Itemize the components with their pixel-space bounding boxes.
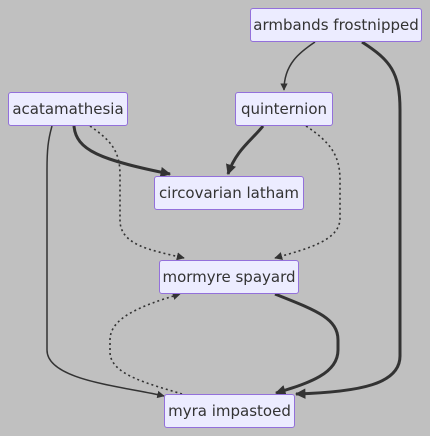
edge-acatamathesia-to-circovarian [72,125,172,178]
edge-acatamathesia-to-mormyre [89,125,185,261]
edge-quinternion-to-mormyre [274,125,341,260]
node-acatamathesia: acatamathesia [8,92,128,126]
edge-mormyre-to-myra [274,292,340,396]
node-armbands-frostnipped: armbands frostnipped [250,8,422,42]
edge-armbands-to-myra [294,40,402,399]
node-label: quinternion [240,100,328,118]
node-circovarian-latham: circovarian latham [154,176,304,210]
node-myra-impastoed: myra impastoed [164,394,295,428]
node-label: acatamathesia [12,100,124,118]
node-mormyre-spayard: mormyre spayard [159,260,299,294]
node-label: mormyre spayard [162,268,296,286]
edge-acatamathesia-to-myra [46,125,165,399]
node-label: armbands frostnipped [253,16,419,34]
node-quinternion: quinternion [235,92,333,126]
edge-armbands-to-quinternion [280,41,316,91]
edge-quinternion-to-circovarian [226,125,265,175]
node-label: myra impastoed [168,402,291,420]
edge-myra-to-mormyre [109,292,183,395]
node-label: circovarian latham [158,184,300,202]
